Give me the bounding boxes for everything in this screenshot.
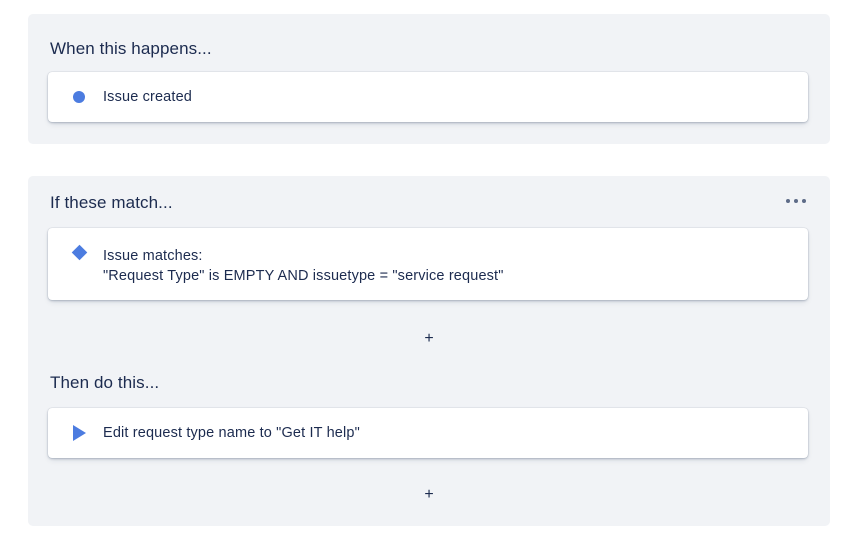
- add-action-button[interactable]: +: [424, 486, 434, 503]
- rule-panel: If these match... Issue matches: "Reques…: [28, 176, 830, 526]
- trigger-panel: When this happens... Issue created: [28, 14, 830, 144]
- condition-card-label: Issue matches:: [103, 248, 203, 264]
- trigger-card[interactable]: Issue created: [48, 72, 808, 122]
- trigger-section-heading: When this happens...: [50, 39, 212, 58]
- action-card-label: Edit request type name to "Get IT help": [103, 425, 360, 441]
- action-section-heading: Then do this...: [50, 373, 160, 392]
- condition-card[interactable]: Issue matches: "Request Type" is EMPTY A…: [48, 228, 808, 300]
- blue-diamond-icon: [68, 228, 90, 276]
- condition-card-detail: "Request Type" is EMPTY AND issuetype = …: [103, 268, 504, 284]
- blue-play-triangle-icon: [68, 408, 90, 458]
- condition-card-text: Issue matches: "Request Type" is EMPTY A…: [103, 228, 808, 302]
- blue-circle-icon: [68, 72, 90, 122]
- trigger-card-label: Issue created: [103, 89, 192, 105]
- condition-section-heading: If these match...: [50, 193, 173, 212]
- add-condition-button[interactable]: +: [424, 330, 434, 347]
- three-dots-icon[interactable]: [784, 194, 808, 208]
- action-card[interactable]: Edit request type name to "Get IT help": [48, 408, 808, 458]
